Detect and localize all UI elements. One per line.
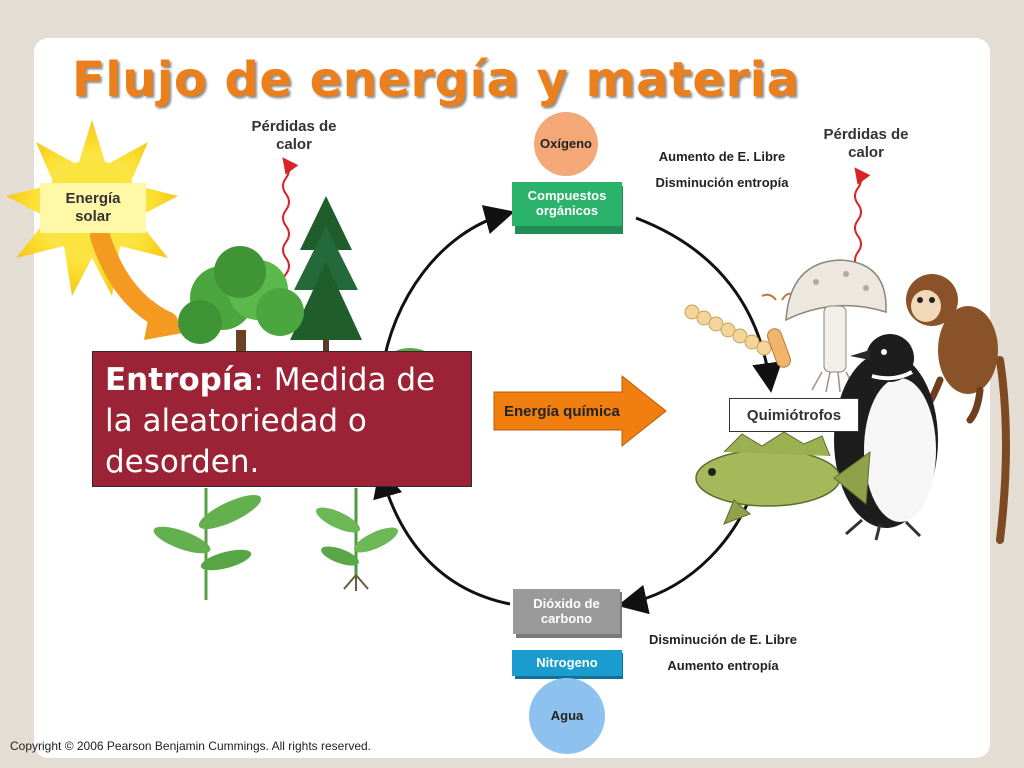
oxygen-circle — [534, 112, 598, 176]
co2-box — [513, 589, 622, 638]
chemical-energy-label: Energía química — [504, 402, 620, 420]
nitrogen-label: Nitrogeno — [536, 654, 598, 670]
consumers-illustration — [684, 259, 1010, 544]
sunlight-arrow — [90, 226, 188, 340]
nitrogen-box — [512, 650, 623, 679]
tree-icon — [290, 196, 362, 370]
organic-compounds-box — [512, 182, 623, 234]
solar-energy-label: Energía solar — [40, 183, 146, 233]
entropy-definition-box: Entropía: Medida de la aleatoriedad o de… — [92, 351, 472, 487]
page-title: Flujo de energía y materia — [72, 52, 800, 108]
co2-label: Dióxido de carbono — [533, 595, 600, 626]
oxygen-label: Oxígeno — [539, 135, 592, 151]
copyright-notice: Copyright © 2006 Pearson Benjamin Cummin… — [10, 739, 372, 753]
plants-illustration — [153, 196, 458, 600]
mushroom-icon — [785, 259, 887, 393]
monkey-icon — [906, 274, 1010, 544]
heat-loss-right-label: Pérdidas de calor — [823, 126, 909, 161]
penguin-icon — [834, 334, 938, 541]
solar-energy-text: Energía solar — [65, 190, 121, 225]
organic-compounds-label: Compuestos orgánicos — [527, 188, 607, 218]
free-energy-increase-label: Aumento de E. Libre — [658, 149, 786, 164]
entropy-definition: : Medida de la aleatoriedad o desorden. — [105, 362, 436, 480]
cycle-arrows — [373, 205, 783, 615]
entropy-term: Entropía — [105, 362, 254, 398]
entropy-decrease-label: Disminución entropía — [655, 175, 789, 190]
heat-loss-left-label: Pérdidas de calor — [251, 118, 337, 153]
chemical-energy-arrow — [493, 374, 667, 448]
bacteria-icon — [684, 292, 795, 368]
entropy-increase-label: Aumento entropía — [667, 658, 779, 673]
tree-icon — [178, 246, 304, 370]
fish-icon — [695, 431, 871, 525]
plant-icon — [315, 488, 399, 591]
chemotrophs-box: Quimiótrofos — [729, 398, 859, 432]
water-circle — [529, 678, 605, 754]
free-energy-decrease-label: Disminución de E. Libre — [648, 632, 798, 647]
water-label: Agua — [550, 707, 584, 723]
plant-icon — [153, 488, 262, 600]
